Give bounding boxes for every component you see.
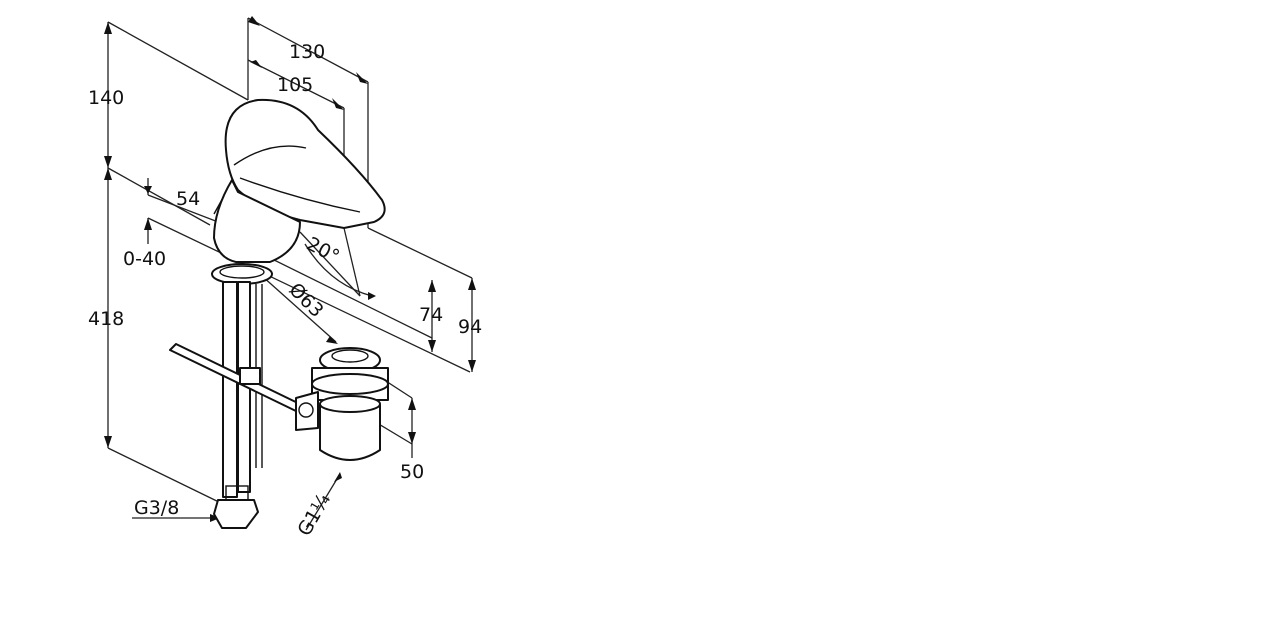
label-105: 105 [277,74,313,96]
supply-hoses [169,281,305,529]
label-thread-g3-8: G3/8 [134,497,179,519]
label-130: 130 [289,41,325,63]
label-thread-g1-1-4: G1¼ [293,490,335,540]
label-140: 140 [88,87,124,109]
dimension-lines [104,16,476,531]
label-diameter-63: Ø63 [284,279,327,322]
label-74: 74 [419,304,443,326]
waste-drain [295,347,389,461]
label-418: 418 [88,308,124,330]
label-54: 54 [176,188,200,210]
label-94: 94 [458,316,482,338]
label-50: 50 [400,461,424,483]
label-0-40: 0-40 [123,248,166,270]
label-angle-20: 20° [303,233,343,268]
faucet-body [211,98,386,285]
